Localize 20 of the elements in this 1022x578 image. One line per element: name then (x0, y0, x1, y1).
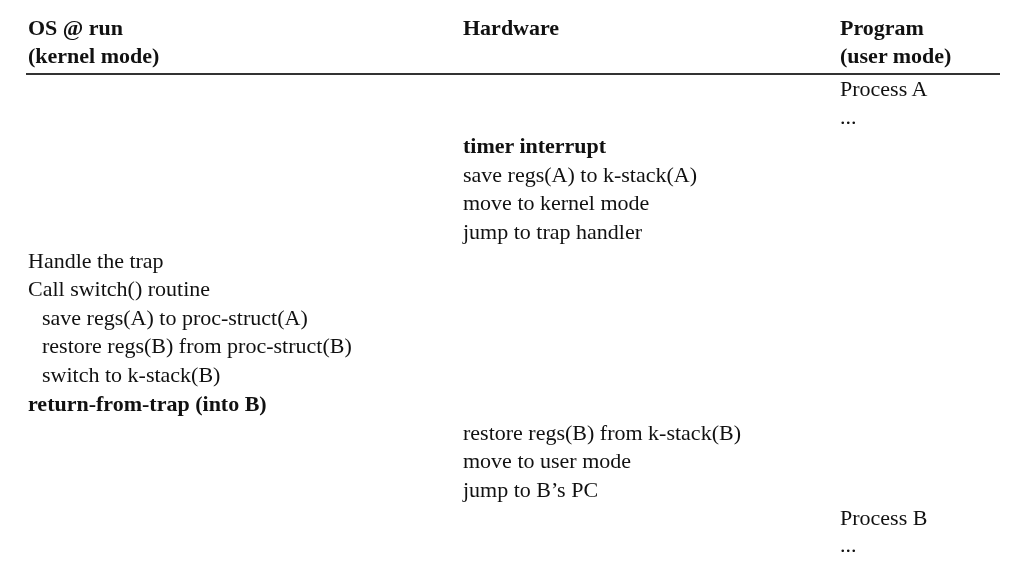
step-text: restore regs(B) from k-stack(B) (463, 420, 741, 446)
step-text: return-from-trap (into B) (28, 391, 267, 417)
step-text: Process A (840, 76, 928, 102)
step-text: Handle the trap (28, 248, 164, 274)
column-header: Program (user mode) (840, 14, 953, 70)
step-text: Process B (840, 505, 928, 531)
step-text: save regs(A) to proc-struct(A) (42, 305, 308, 331)
step-text: move to kernel mode (463, 190, 650, 216)
column-header: Hardware (463, 14, 560, 42)
step-text: jump to B’s PC (463, 477, 599, 503)
step-text: switch to k-stack(B) (42, 362, 221, 388)
step-text: timer interrupt (463, 133, 607, 159)
step-text: Call switch() routine (28, 276, 211, 302)
step-text: ... (840, 532, 857, 558)
step-text: ... (840, 104, 857, 130)
step-text: jump to trap handler (463, 219, 642, 245)
step-text: save regs(A) to k-stack(A) (463, 162, 697, 188)
step-text: move to user mode (463, 448, 632, 474)
step-text: restore regs(B) from proc-struct(B) (42, 333, 352, 359)
column-header: OS @ run (kernel mode) (28, 14, 161, 70)
